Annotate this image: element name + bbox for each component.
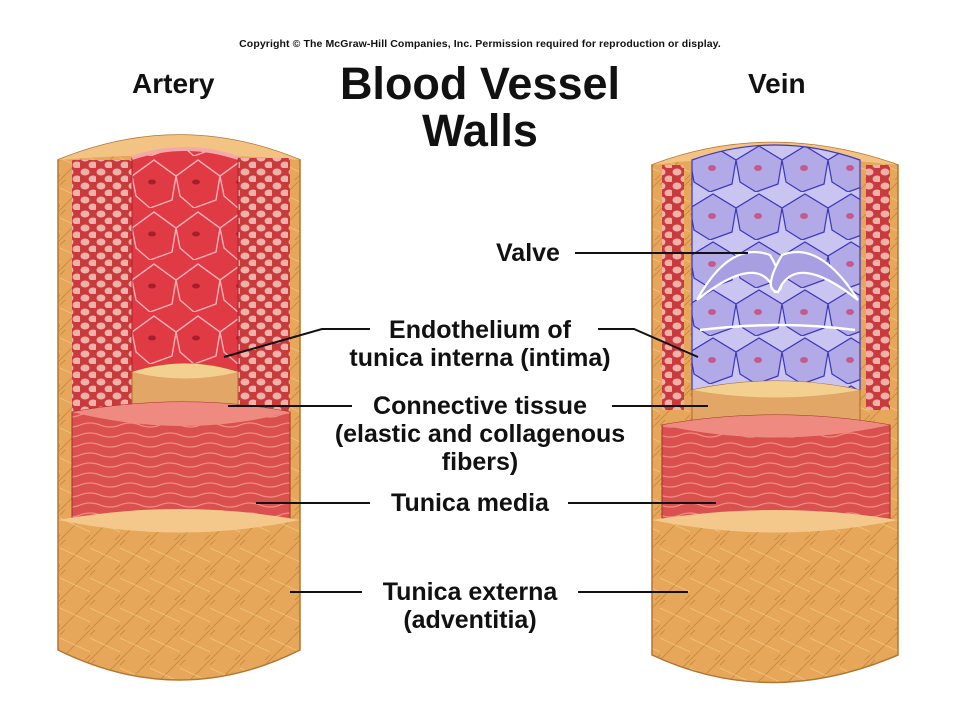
label-externa-line1: Tunica externa <box>382 578 558 606</box>
label-tunica-externa: Tunica externa (adventitia) <box>360 578 580 634</box>
label-endothelium-line2: tunica interna (intima) <box>349 344 611 372</box>
label-connective-tissue: Connective tissue (elastic and collageno… <box>300 392 660 476</box>
title-line-2: Walls <box>422 105 538 156</box>
endothelium-leader-right <box>598 328 699 358</box>
copyright-notice: Copyright © The McGraw-Hill Companies, I… <box>239 38 721 50</box>
label-connective-line1: Connective tissue <box>373 392 587 420</box>
label-endothelium-line1: Endothelium of <box>389 316 571 344</box>
page-title: Blood Vessel Walls <box>280 60 680 154</box>
vein-heading: Vein <box>748 68 806 99</box>
vein-illustration <box>651 141 899 684</box>
label-externa-line2: (adventitia) <box>403 606 537 634</box>
title-line-1: Blood Vessel <box>339 58 621 109</box>
label-connective-line2: (elastic and collagenous <box>334 420 626 448</box>
endothelium-leader-left <box>223 328 370 358</box>
label-tunica-media: Tunica media <box>391 489 549 517</box>
label-endothelium: Endothelium of tunica interna (intima) <box>330 316 630 372</box>
artery-illustration <box>57 134 301 681</box>
label-connective-line3: fibers) <box>441 448 519 476</box>
artery-heading: Artery <box>132 68 215 99</box>
label-valve: Valve <box>496 239 560 267</box>
